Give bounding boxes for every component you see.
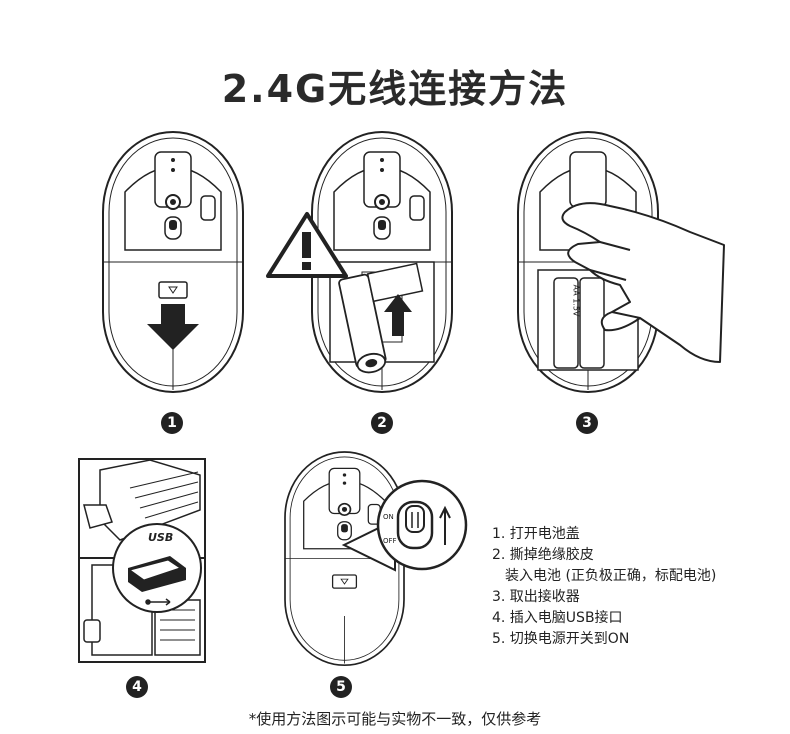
instruction-step-2-detail: 装入电池 (正负极正确，标配电池) xyxy=(505,568,717,584)
arrow-up-icon xyxy=(384,294,412,336)
step-badge-2: 2 xyxy=(371,412,393,434)
step-badge-3: 3 xyxy=(576,412,598,434)
disclaimer-footnote: *使用方法图示可能与实物不一致，仅供参考 xyxy=(248,710,542,728)
step-badge-4: 4 xyxy=(126,676,148,698)
switch-off-label: OFF xyxy=(383,537,397,545)
step-badge-1: 1 xyxy=(161,412,183,434)
instruction-step-5: 5. 切换电源开关到ON xyxy=(492,631,630,647)
instruction-step-4: 4. 插入电脑USB接口 xyxy=(492,610,623,626)
power-switch-callout xyxy=(341,479,468,572)
switch-on-label: ON xyxy=(383,513,394,521)
usb-receiver-callout xyxy=(112,523,202,613)
usb-label: USB xyxy=(148,531,174,544)
instruction-step-1: 1. 打开电池盖 xyxy=(492,526,580,542)
warning-icon xyxy=(266,212,348,278)
step-badge-5: 5 xyxy=(330,676,352,698)
battery-label: AA 1.5V xyxy=(571,284,581,317)
mouse-step5-illustration xyxy=(284,451,405,667)
instruction-list: 1. 打开电池盖 2. 撕掉绝缘胶皮 装入电池 (正负极正确，标配电池) 3. … xyxy=(492,524,716,650)
mouse-step2-illustration xyxy=(311,131,453,393)
instruction-step-3: 3. 取出接收器 xyxy=(492,589,580,605)
hand-icon xyxy=(561,202,725,363)
usb-symbol-icon xyxy=(145,598,171,606)
instruction-step-2: 2. 撕掉绝缘胶皮 xyxy=(492,547,594,563)
arrow-down-icon xyxy=(147,304,199,350)
mouse-step1-illustration xyxy=(102,131,244,393)
battery-icon xyxy=(553,277,579,369)
arrow-up-icon xyxy=(439,505,451,545)
page-title: 2.4G无线连接方法 xyxy=(221,67,569,111)
